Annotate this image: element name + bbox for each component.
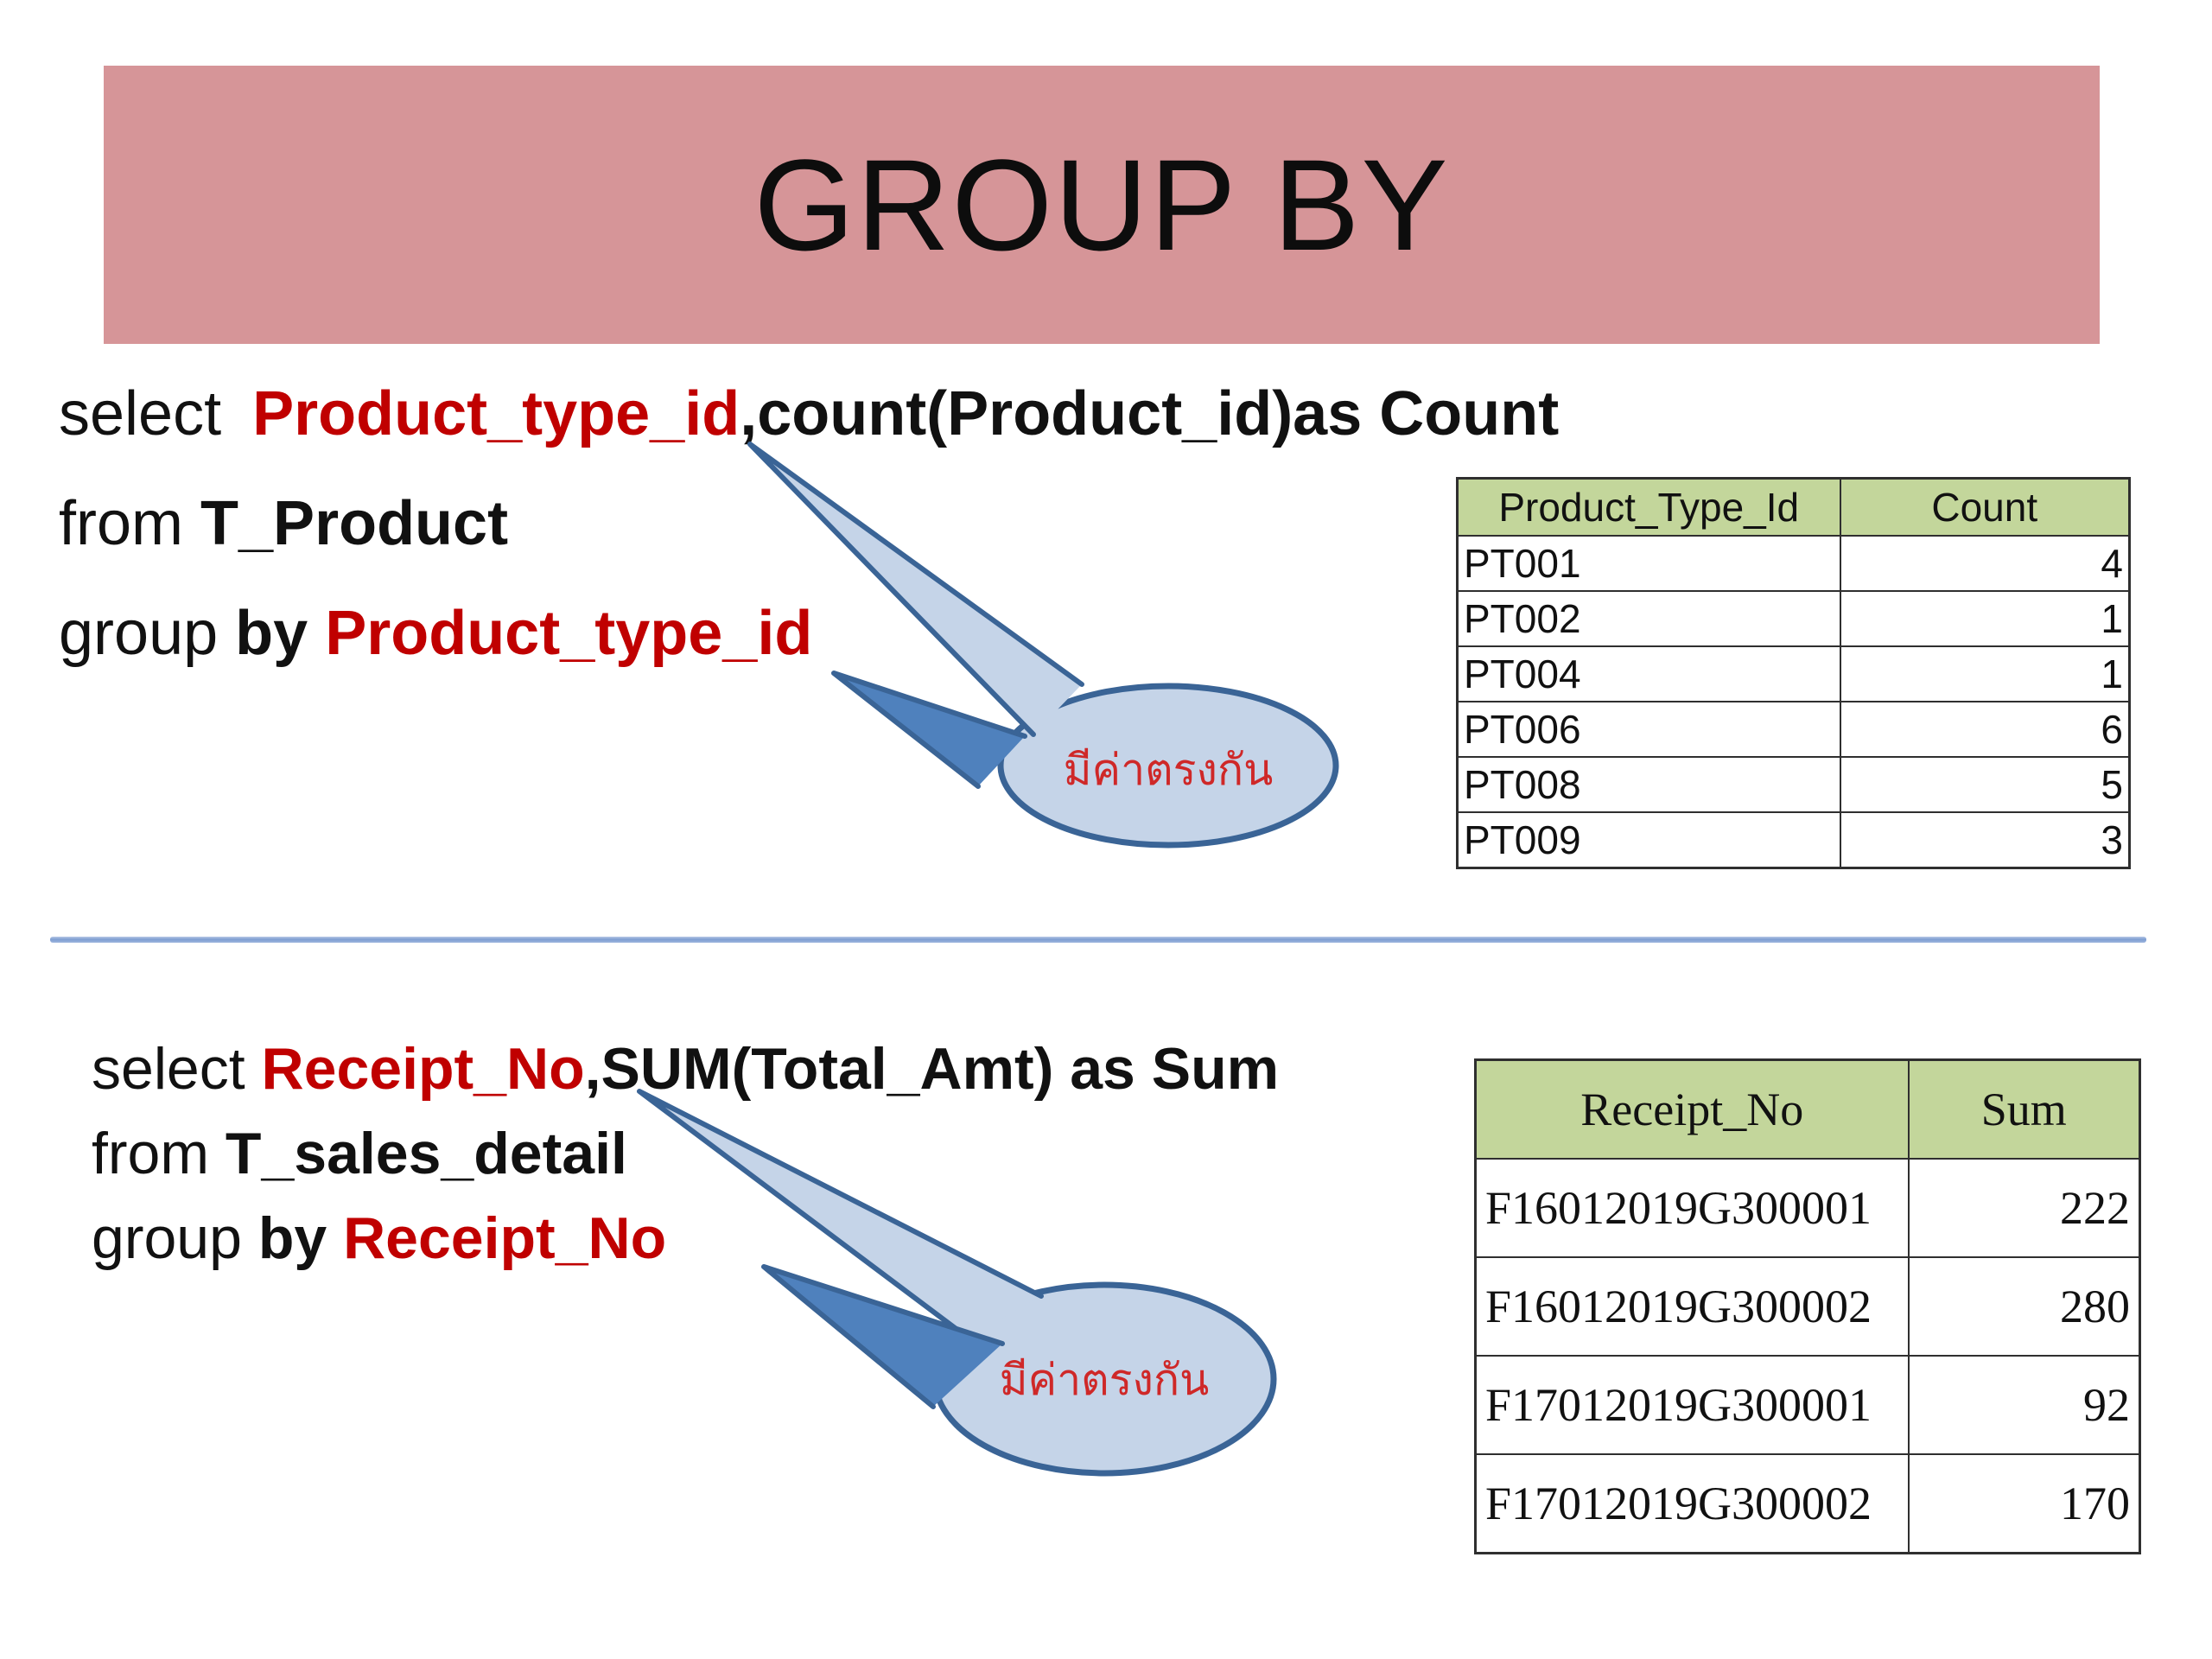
section-divider-line (50, 937, 2146, 943)
table-header-row: Receipt_No Sum (1474, 1058, 2141, 1160)
page-title: GROUP BY (753, 131, 1450, 277)
cell-count: 4 (1839, 535, 2131, 592)
cell-product-type-id: PT008 (1456, 756, 1841, 813)
header-receipt-no: Receipt_No (1474, 1058, 1910, 1160)
table-header-row: Product_Type_Id Count (1456, 477, 2131, 537)
sql-query-1: select Product_type_id,count(Product_id)… (59, 378, 1559, 669)
header-count: Count (1839, 477, 2131, 537)
callout-pointer-light (747, 442, 1084, 737)
cell-count: 6 (1839, 701, 2131, 758)
group-column-name: Product_type_id (252, 379, 741, 448)
cell-sum: 222 (1907, 1158, 2141, 1258)
cell-product-type-id: PT001 (1456, 535, 1841, 592)
cell-product-type-id: PT006 (1456, 701, 1841, 758)
callout-pointer-dark (761, 1264, 1005, 1409)
sql1-line-groupby: group by Product_type_id (59, 598, 1559, 670)
sql1-line-from: from T_Product (59, 488, 1559, 560)
cell-sum: 92 (1907, 1355, 2141, 1455)
group-column-name: Receipt_No (343, 1205, 667, 1272)
select-keyword: select (92, 1036, 262, 1102)
title-banner: GROUP BY (104, 66, 2100, 344)
cell-product-type-id: PT002 (1456, 590, 1841, 647)
group-keyword: group (92, 1205, 258, 1272)
sql2-line-groupby: group by Receipt_No (92, 1205, 1279, 1272)
cell-count: 5 (1839, 756, 2131, 813)
sql2-line-from: from T_sales_detail (92, 1120, 1279, 1187)
aggregate-expression: ,SUM(Total_Amt) as Sum (584, 1036, 1280, 1102)
aggregate-expression: ,count(Product_id)as Count (740, 379, 1560, 448)
cell-receipt-no: F16012019G300001 (1474, 1158, 1910, 1258)
sql-query-2: select Receipt_No,SUM(Total_Amt) as Sum … (92, 1035, 1279, 1273)
by-keyword: by (257, 1205, 344, 1272)
select-keyword: select (59, 379, 239, 448)
by-keyword: by (235, 598, 326, 668)
cell-product-type-id: PT009 (1456, 811, 1841, 869)
table-name: T_sales_detail (225, 1121, 627, 1187)
sql2-line-select: select Receipt_No,SUM(Total_Amt) as Sum (92, 1035, 1279, 1103)
sql1-line-select: select Product_type_id,count(Product_id)… (59, 378, 1559, 450)
cell-count: 1 (1839, 590, 2131, 647)
from-keyword: from (59, 488, 201, 558)
cell-count: 3 (1839, 811, 2131, 869)
cell-count: 1 (1839, 645, 2131, 702)
cell-receipt-no: F16012019G300002 (1474, 1256, 1910, 1357)
table-name: T_Product (200, 488, 509, 558)
callout-bubble-1 (747, 442, 1339, 849)
from-keyword: from (92, 1121, 226, 1187)
cell-receipt-no: F17012019G300002 (1474, 1453, 1910, 1554)
group-keyword: group (59, 598, 236, 668)
callout-pointer-dark (831, 671, 1027, 789)
callout-label-2: มีค่าตรงกัน (999, 1355, 1210, 1405)
group-column-name: Receipt_No (261, 1036, 585, 1102)
cell-receipt-no: F17012019G300001 (1474, 1355, 1910, 1455)
cell-sum: 170 (1907, 1453, 2141, 1554)
cell-product-type-id: PT004 (1456, 645, 1841, 702)
cell-sum: 280 (1907, 1256, 2141, 1357)
header-sum: Sum (1907, 1058, 2141, 1160)
group-column-name: Product_type_id (325, 598, 813, 668)
callout-label-1: มีค่าตรงกัน (1063, 745, 1274, 795)
callout-pointer-light (637, 1089, 1044, 1340)
header-product-type-id: Product_Type_Id (1456, 477, 1841, 537)
callout-bubble-2 (637, 1089, 1277, 1477)
